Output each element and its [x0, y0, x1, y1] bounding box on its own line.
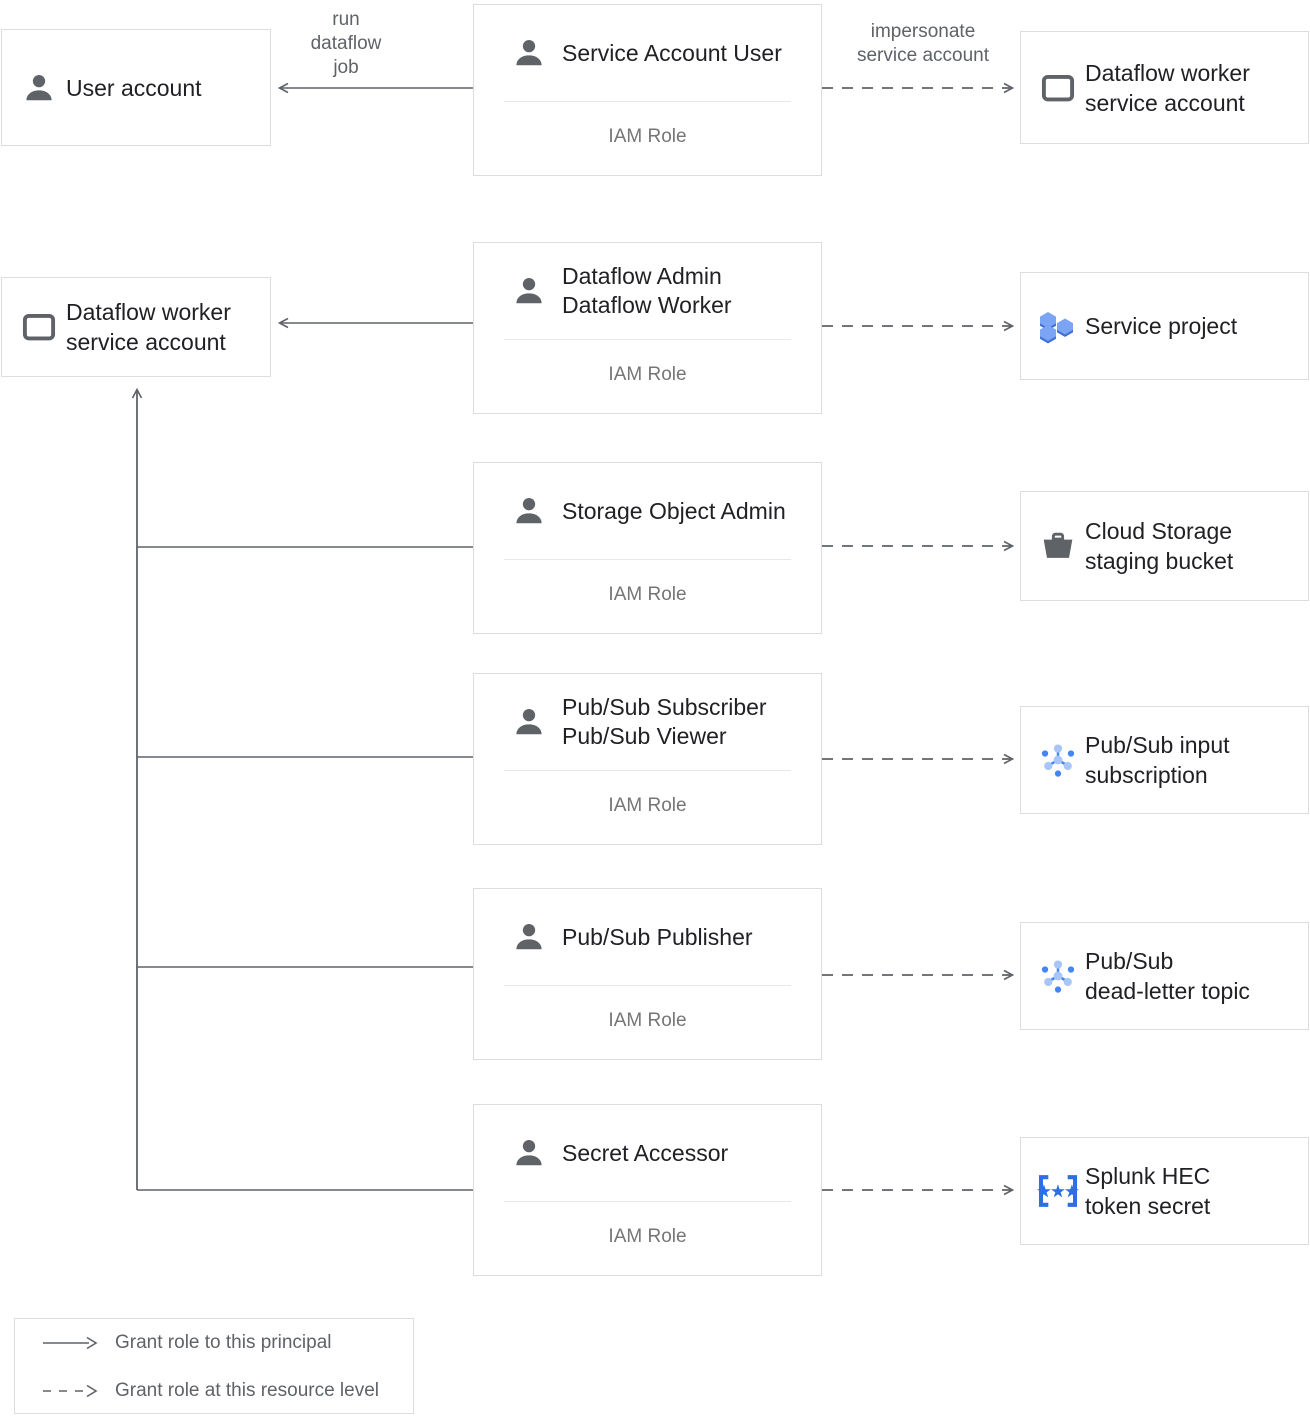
- node-splunk-hec-token-secret[interactable]: ★★★ Splunk HEC token secret: [1020, 1137, 1309, 1245]
- node-label: Pub/Sub dead-letter topic: [1085, 948, 1250, 1004]
- rolecard-title: Secret Accessor: [562, 1139, 729, 1166]
- cloud-storage-bucket-icon: [1035, 526, 1081, 566]
- person-icon: [506, 919, 552, 955]
- dashed-arrow-icon: [41, 1381, 103, 1401]
- solid-arrow-icon: [41, 1333, 103, 1353]
- rolecard-dataflow-admin-worker[interactable]: Dataflow Admin Dataflow Worker IAM Role: [473, 242, 822, 414]
- node-label: Service project: [1085, 313, 1238, 339]
- node-dataflow-worker-service-account[interactable]: Dataflow worker service account: [1, 277, 271, 377]
- divider: [504, 1201, 791, 1202]
- legend-item-dashed: Grant role at this resource level: [15, 1367, 413, 1415]
- rolecard-title: Storage Object Admin: [562, 497, 786, 524]
- node-label: Pub/Sub input subscription: [1085, 732, 1230, 788]
- secret-manager-icon: ★★★: [1035, 1170, 1081, 1212]
- person-icon: [506, 273, 552, 309]
- rolecard-title: Service Account User: [562, 39, 782, 66]
- node-label: User account: [66, 74, 202, 101]
- divider: [504, 339, 791, 340]
- legend: Grant role to this principal Grant role …: [14, 1318, 414, 1414]
- node-service-project[interactable]: Service project: [1020, 272, 1309, 380]
- edge-label-run-dataflow-job: run dataflow job: [310, 9, 382, 78]
- rolecard-subtitle: IAM Role: [608, 1009, 687, 1031]
- legend-item-solid: Grant role to this principal: [15, 1319, 413, 1367]
- node-pubsub-dead-letter-topic[interactable]: Pub/Sub dead-letter topic: [1020, 922, 1309, 1030]
- divider: [504, 101, 791, 102]
- person-icon: [506, 35, 552, 71]
- rolecard-subtitle: IAM Role: [608, 363, 687, 385]
- node-cloud-storage-staging-bucket[interactable]: Cloud Storage staging bucket: [1020, 491, 1309, 601]
- rolecard-title: Dataflow Admin Dataflow Worker: [562, 263, 732, 318]
- rolecard-secret-accessor[interactable]: Secret Accessor IAM Role: [473, 1104, 822, 1276]
- pubsub-icon: [1035, 739, 1081, 781]
- rolecard-title: Pub/Sub Subscriber Pub/Sub Viewer: [562, 694, 767, 749]
- legend-label: Grant role to this principal: [115, 1332, 332, 1353]
- divider: [504, 985, 791, 986]
- person-icon: [16, 70, 62, 106]
- project-hexagons-icon: [1035, 306, 1081, 346]
- svg-text:★★★: ★★★: [1037, 1184, 1080, 1201]
- service-account-icon: [16, 309, 62, 345]
- person-icon: [506, 493, 552, 529]
- node-label: Dataflow worker service account: [1085, 59, 1250, 116]
- node-pubsub-input-subscription[interactable]: Pub/Sub input subscription: [1020, 706, 1309, 814]
- divider: [504, 559, 791, 560]
- node-label: Splunk HEC token secret: [1085, 1163, 1211, 1219]
- node-dataflow-worker-service-account-resource[interactable]: Dataflow worker service account: [1020, 31, 1309, 144]
- pubsub-icon: [1035, 955, 1081, 997]
- legend-label: Grant role at this resource level: [115, 1380, 380, 1401]
- edge-label-impersonate-service-account: impersonate service account: [856, 21, 989, 66]
- service-account-icon: [1035, 70, 1081, 106]
- person-icon: [506, 1135, 552, 1171]
- rolecard-pubsub-subscriber-viewer[interactable]: Pub/Sub Subscriber Pub/Sub Viewer IAM Ro…: [473, 673, 822, 845]
- rolecard-storage-object-admin[interactable]: Storage Object Admin IAM Role: [473, 462, 822, 634]
- node-user-account[interactable]: User account: [1, 29, 271, 146]
- person-icon: [506, 704, 552, 740]
- rolecard-service-account-user[interactable]: Service Account User IAM Role: [473, 4, 822, 176]
- node-label: Dataflow worker service account: [66, 299, 231, 355]
- rolecard-subtitle: IAM Role: [608, 583, 687, 605]
- edge-trunk-to-worker-sa: [137, 390, 473, 1191]
- rolecard-subtitle: IAM Role: [608, 794, 687, 816]
- node-label: Cloud Storage staging bucket: [1085, 518, 1234, 574]
- rolecard-title: Pub/Sub Publisher: [562, 923, 753, 950]
- rolecard-subtitle: IAM Role: [608, 1225, 687, 1247]
- rolecard-pubsub-publisher[interactable]: Pub/Sub Publisher IAM Role: [473, 888, 822, 1060]
- divider: [504, 770, 791, 771]
- rolecard-subtitle: IAM Role: [608, 125, 687, 147]
